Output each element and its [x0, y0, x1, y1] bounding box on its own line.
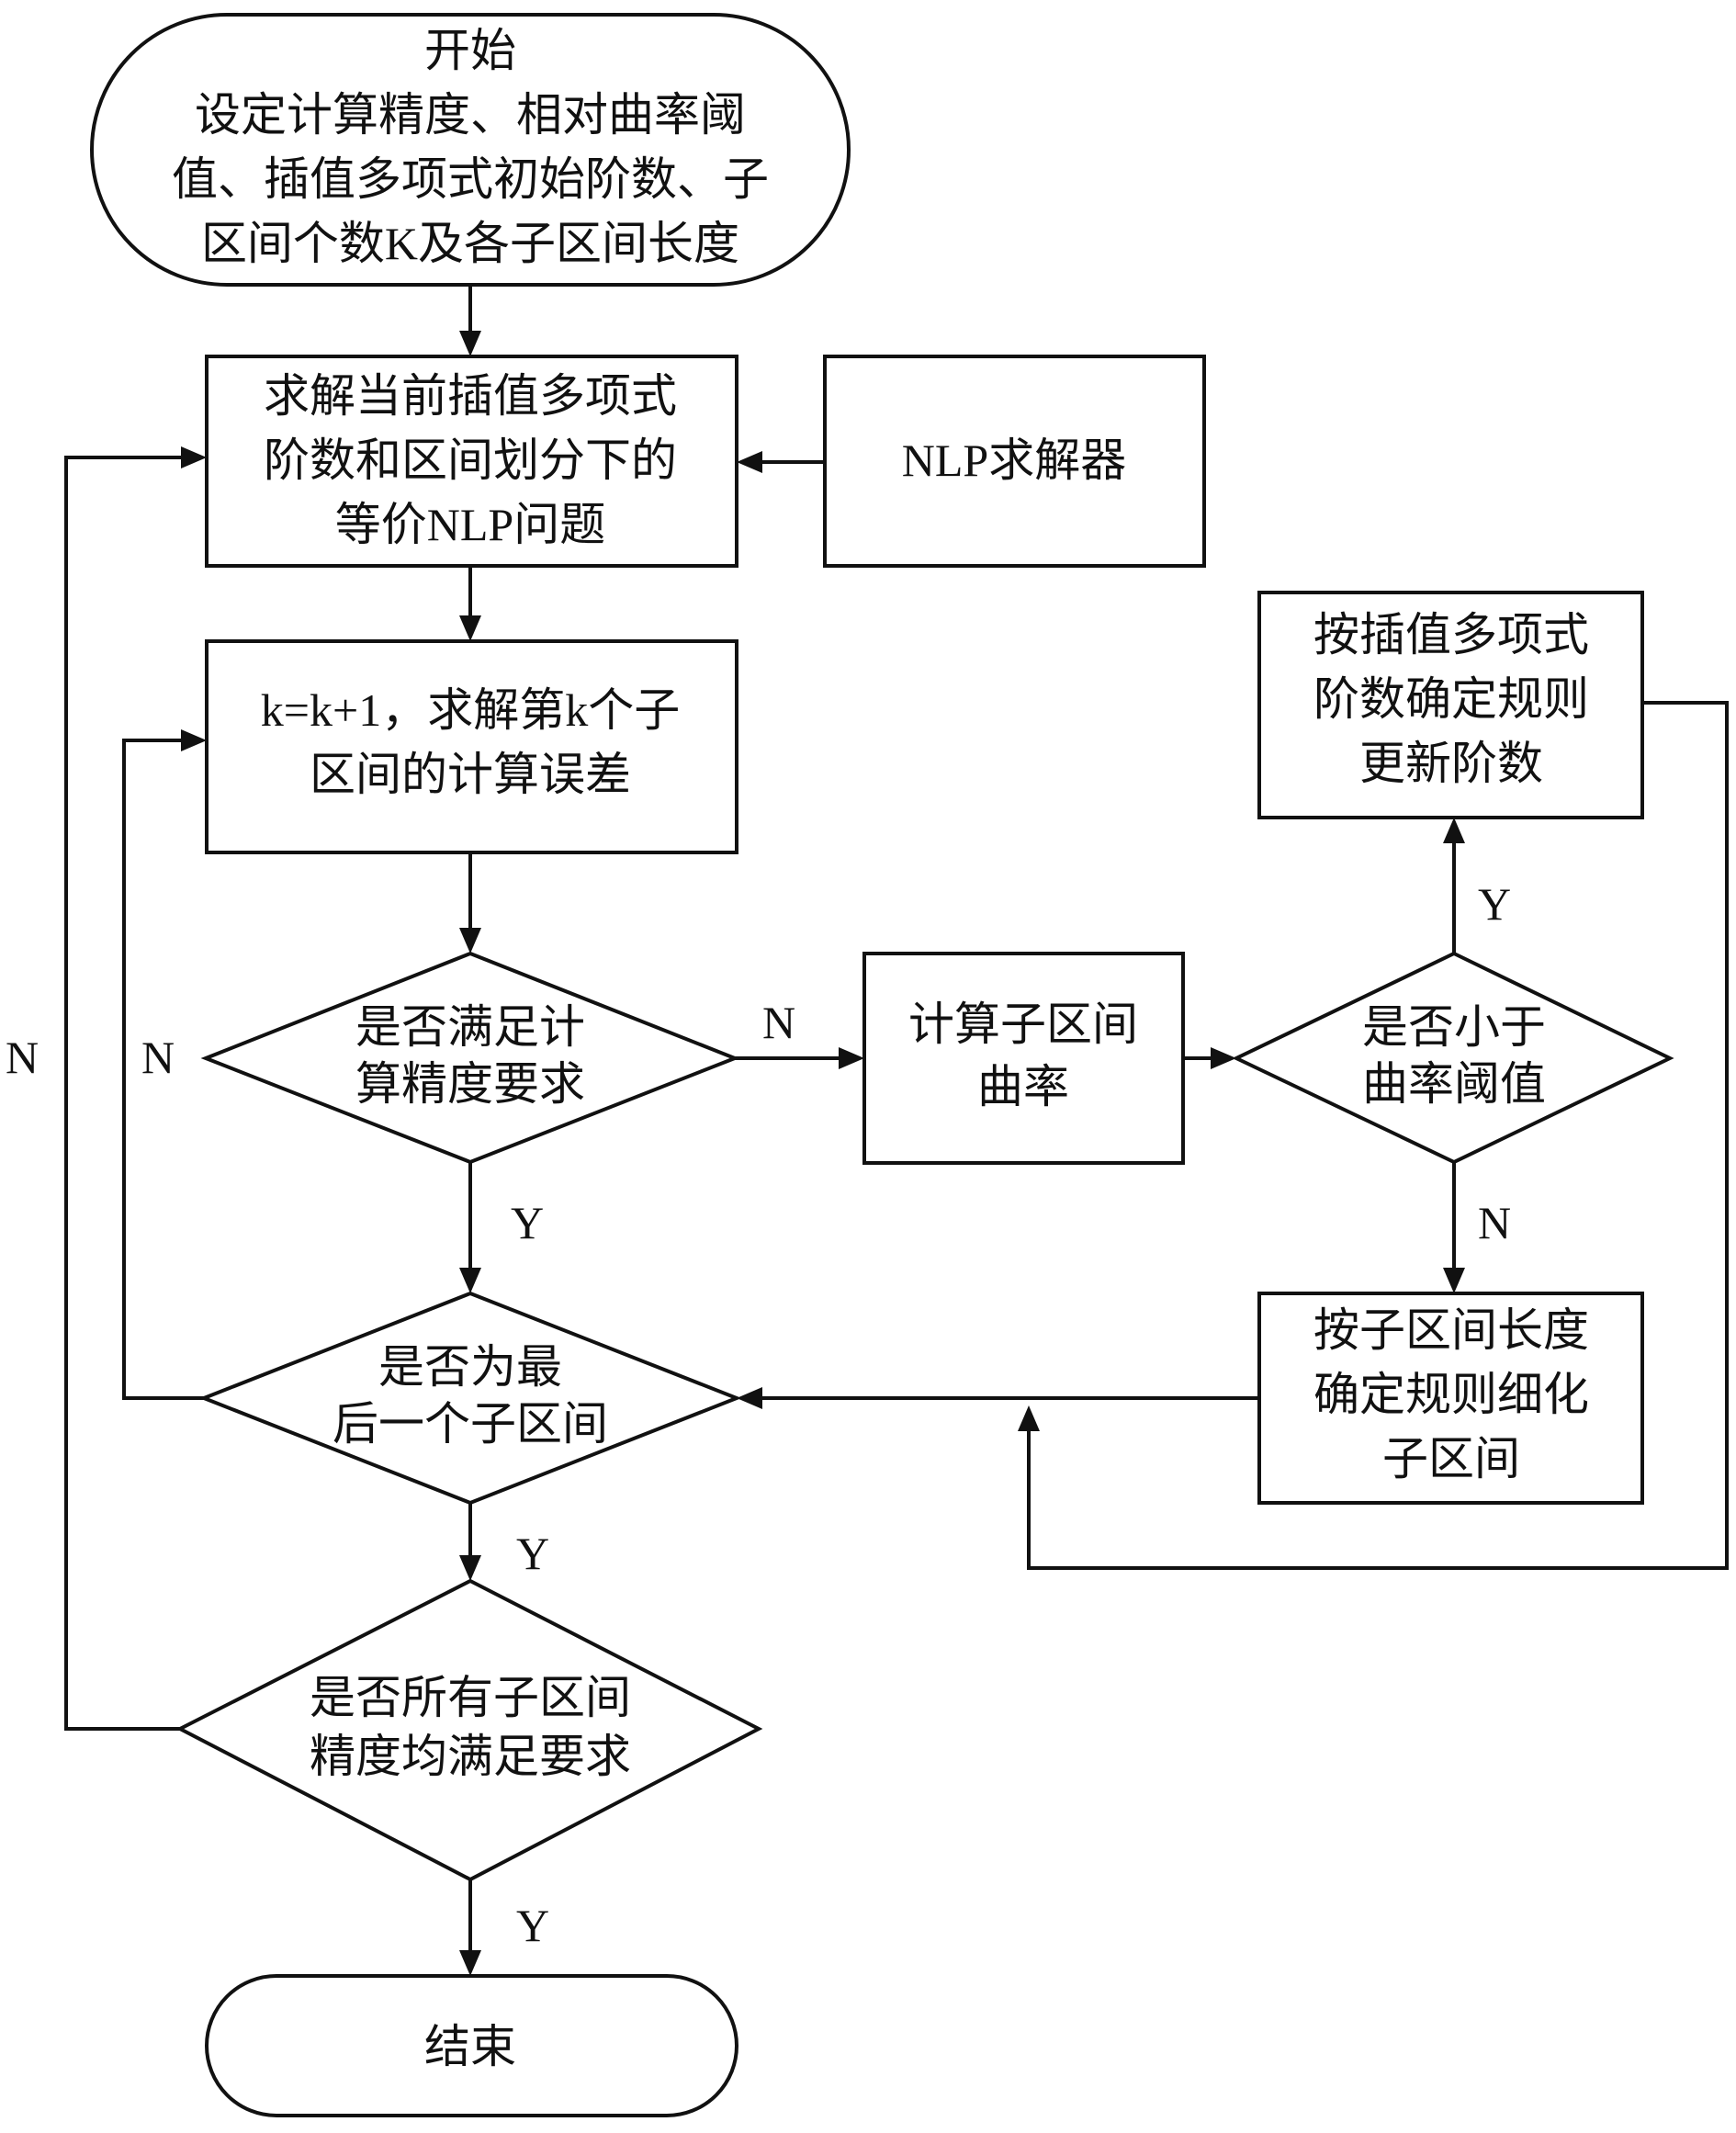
arrowhead — [1018, 1405, 1040, 1431]
check-curvature-line-1: 是否小于 — [1362, 1001, 1546, 1053]
check-all-diamond: 是否所有子区间 精度均满足要求 — [175, 1578, 763, 1882]
arrowhead — [459, 331, 481, 356]
update-order-line-2: 阶数确定规则 — [1313, 673, 1589, 725]
edge-all-no — [64, 456, 181, 1731]
label-all-no: N — [6, 1032, 39, 1083]
compute-curvature-line-2: 曲率 — [977, 1061, 1069, 1112]
compute-error-line-2: 区间的计算误差 — [310, 749, 631, 800]
refine-intervals-line-3: 子区间 — [1382, 1433, 1520, 1484]
arrowhead — [459, 615, 481, 641]
refine-intervals-line-2: 确定规则细化 — [1313, 1369, 1589, 1420]
check-last-line-2: 后一个子区间 — [333, 1398, 608, 1450]
check-curvature-line-2: 曲率阈值 — [1362, 1058, 1546, 1110]
edge-last-no — [122, 739, 204, 1400]
solve-nlp-line-2: 阶数和区间划分下的 — [264, 434, 677, 486]
compute-curvature-line-1: 计算子区间 — [908, 999, 1138, 1050]
edge-update-order-loop — [1027, 701, 1729, 1570]
label-last-yes: Y — [516, 1528, 549, 1579]
start-node: 开始 设定计算精度、相对曲率阈 值、插值多项式初始阶数、子 区间个数K及各子区间… — [90, 13, 851, 287]
check-last-line-1: 是否为最 — [378, 1341, 562, 1393]
solve-nlp-box: 求解当前插值多项式 阶数和区间划分下的 等价NLP问题 — [205, 355, 738, 568]
compute-error-box: k=k+1，求解第k个子 区间的计算误差 — [205, 639, 738, 854]
solve-nlp-line-1: 求解当前插值多项式 — [264, 370, 677, 422]
arrowhead — [459, 1268, 481, 1293]
refine-intervals-line-1: 按子区间长度 — [1313, 1304, 1589, 1356]
compute-curvature-box: 计算子区间 曲率 — [862, 952, 1185, 1165]
check-all-line-1: 是否所有子区间 — [310, 1672, 631, 1723]
nlp-solver-label: NLP求解器 — [902, 434, 1126, 486]
check-curvature-diamond: 是否小于 曲率阈值 — [1232, 951, 1674, 1165]
check-accuracy-line-2: 算精度要求 — [355, 1058, 585, 1110]
label-accuracy-no: N — [762, 997, 795, 1048]
arrowhead — [1443, 1268, 1465, 1293]
update-order-box: 按插值多项式 阶数确定规则 更新阶数 — [1257, 591, 1644, 819]
arrowhead — [839, 1047, 864, 1069]
end-label: 结束 — [424, 2021, 516, 2072]
solve-nlp-line-3: 等价NLP问题 — [335, 499, 605, 550]
arrowhead — [459, 1555, 481, 1581]
arrowhead — [737, 1387, 762, 1409]
label-curvature-no: N — [1478, 1197, 1511, 1248]
arrowhead — [181, 729, 207, 751]
arrowhead — [1443, 818, 1465, 843]
compute-error-line-1: k=k+1，求解第k个子 — [261, 684, 680, 736]
start-line-2: 设定计算精度、相对曲率阈 — [195, 89, 746, 141]
check-last-diamond: 是否为最 后一个子区间 — [198, 1291, 742, 1506]
check-accuracy-diamond: 是否满足计 算精度要求 — [200, 951, 740, 1165]
start-line-3: 值、插值多项式初始阶数、子 — [172, 153, 769, 205]
end-node: 结束 — [205, 1974, 738, 2117]
label-last-no: N — [141, 1032, 175, 1083]
connectors — [64, 285, 1729, 1976]
arrowhead — [459, 1950, 481, 1976]
nlp-solver-box: NLP求解器 — [823, 355, 1206, 568]
check-accuracy-line-1: 是否满足计 — [355, 1001, 585, 1053]
arrowhead — [1211, 1047, 1236, 1069]
edge-labels: N Y Y N N Y N Y — [6, 878, 1511, 1951]
check-all-line-2: 精度均满足要求 — [310, 1731, 631, 1782]
label-accuracy-yes: Y — [511, 1197, 544, 1248]
start-line-4: 区间个数K及各子区间长度 — [201, 218, 739, 269]
update-order-line-3: 更新阶数 — [1359, 738, 1543, 789]
label-curvature-yes: Y — [1478, 878, 1511, 930]
label-all-yes: Y — [516, 1900, 549, 1951]
update-order-line-1: 按插值多项式 — [1313, 609, 1589, 660]
arrowhead — [181, 446, 207, 468]
arrowhead — [737, 451, 762, 473]
start-line-1: 开始 — [424, 25, 516, 76]
refine-intervals-box: 按子区间长度 确定规则细化 子区间 — [1257, 1292, 1644, 1505]
arrowhead — [459, 928, 481, 954]
